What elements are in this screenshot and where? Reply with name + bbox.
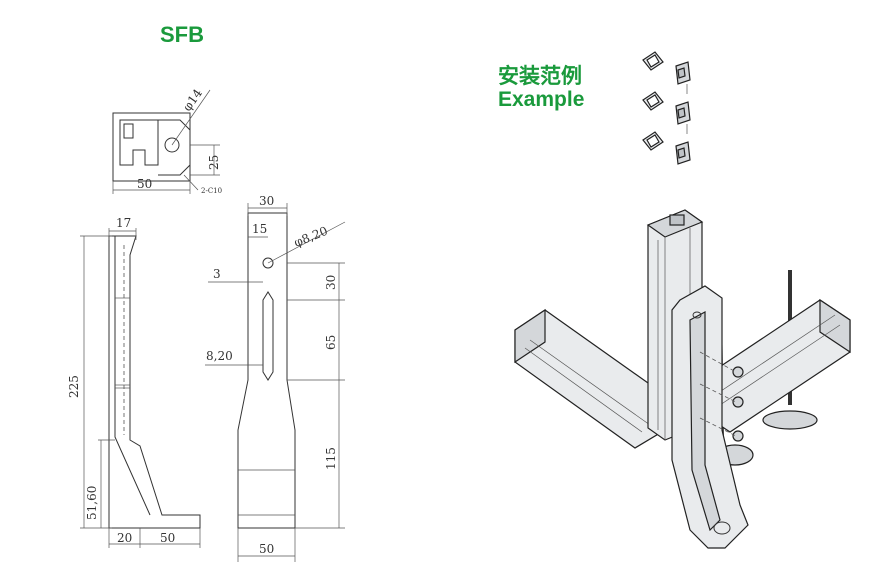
dim-hole-diameter: φ14 — [180, 86, 205, 114]
dim-front-seg3: 115 — [324, 447, 338, 470]
step-3-icon — [642, 131, 691, 165]
bracket-base-hole — [713, 521, 731, 535]
dim-top-height: 25 — [207, 155, 221, 170]
mount-hole — [164, 137, 180, 153]
dim-front-width-bottom: 50 — [259, 542, 274, 556]
front-hole-top — [262, 257, 274, 269]
step-1-icon — [642, 51, 691, 94]
dim-front-offset-top: 15 — [252, 222, 267, 236]
bolts — [699, 351, 744, 442]
chamfer-note: 2-C10 — [201, 187, 222, 195]
hole-leader — [171, 89, 211, 146]
dim-side-base-right: 50 — [160, 531, 175, 545]
bracket-plate — [158, 119, 191, 176]
dim-front-seg1: 30 — [324, 275, 338, 290]
dim-front-seg2: 65 — [324, 335, 338, 350]
front-slot — [262, 291, 274, 381]
dim-front-hole: φ8,20 — [292, 224, 330, 250]
step-2-icon — [642, 91, 691, 134]
dim-side-top: 17 — [116, 216, 131, 230]
dim-front-slot: 8,20 — [206, 349, 233, 363]
assembly-illustration — [514, 209, 851, 549]
dim-front-left: 3 — [213, 267, 221, 281]
exploded-steps — [642, 51, 691, 165]
dim-side-base-left: 20 — [117, 531, 132, 545]
side-profile — [108, 235, 201, 529]
top-view: φ14 50 25 2-C10 — [112, 86, 222, 195]
dim-front-width-top: 30 — [259, 194, 274, 208]
front-profile — [237, 212, 296, 529]
dim-side-lower: 51,60 — [85, 486, 99, 520]
dim-top-width: 50 — [137, 177, 152, 191]
dim-side-height: 225 — [67, 375, 81, 398]
side-inner-edge — [114, 236, 151, 516]
profile-slot-inner — [123, 123, 134, 139]
side-view: 17 225 51,60 20 50 — [67, 216, 201, 548]
example-title-english: Example — [498, 88, 585, 111]
front-view: 30 15 φ8,20 3 8,20 30 65 115 50 — [205, 194, 346, 562]
example-title-chinese: 安装范例 — [498, 65, 582, 88]
profile-slot — [119, 119, 159, 166]
diagram-title: SFB — [160, 22, 204, 47]
